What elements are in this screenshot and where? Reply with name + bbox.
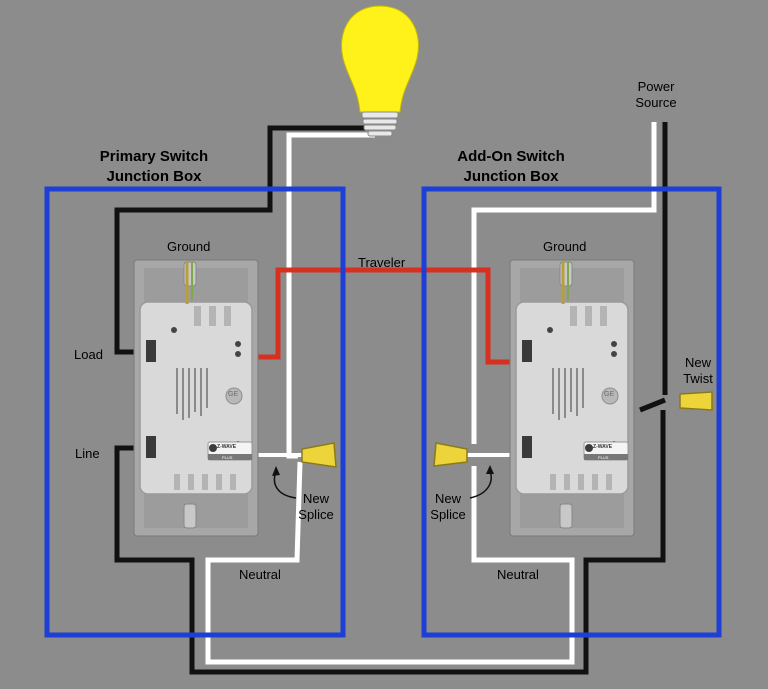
left-splice-wire-nut bbox=[301, 442, 337, 468]
traveler-wire bbox=[245, 267, 520, 365]
new-splice-left-line1: New bbox=[302, 491, 329, 506]
left-splice-arrow bbox=[273, 471, 297, 499]
primary-switch-logo: GE bbox=[228, 391, 239, 398]
primary-box-title-line1: Primary Switch bbox=[99, 148, 209, 165]
neutral-label-left: Neutral bbox=[239, 567, 281, 582]
primary-switch-badge-sub: PLUS bbox=[222, 455, 233, 460]
ground-label-right: Ground bbox=[543, 239, 587, 254]
primary-switch-badge: Z-WAVE bbox=[217, 444, 237, 450]
power-source-line2: Source bbox=[635, 95, 677, 110]
neutral-label-right: Neutral bbox=[497, 567, 539, 582]
primary-switch bbox=[133, 259, 259, 537]
light-bulb-icon bbox=[341, 5, 419, 137]
right-splice-wire-nut bbox=[433, 442, 468, 467]
primary-box-title-line2: Junction Box bbox=[106, 168, 202, 185]
power-source-line1: Power bbox=[637, 79, 675, 94]
new-splice-right-line1: New bbox=[434, 491, 461, 506]
new-splice-right-line2: Splice bbox=[430, 507, 466, 522]
hot-wires bbox=[114, 122, 668, 675]
traveler-label: Traveler bbox=[358, 255, 406, 270]
new-splice-left-line2: Splice bbox=[298, 507, 334, 522]
addon-switch-logo: GE bbox=[604, 391, 615, 398]
line-label: Line bbox=[75, 446, 100, 461]
new-twist-line2: Twist bbox=[683, 371, 713, 386]
power-source-label: Power Source bbox=[626, 79, 686, 111]
addon-switch bbox=[509, 259, 635, 537]
addon-box-title-line1: Add-On Switch bbox=[457, 148, 565, 165]
neutral-wires bbox=[205, 122, 657, 665]
load-label: Load bbox=[74, 347, 103, 362]
new-twist-line1: New bbox=[684, 355, 711, 370]
primary-junction-box bbox=[44, 186, 346, 638]
addon-switch-badge: Z-WAVE bbox=[593, 444, 613, 450]
addon-switch-badge-sub: PLUS bbox=[598, 455, 609, 460]
addon-box-title: Add-On Switch Junction Box bbox=[441, 147, 581, 187]
twist-wire-nut bbox=[679, 391, 713, 411]
new-twist-label: New Twist bbox=[676, 355, 720, 387]
new-splice-right-label: New Splice bbox=[426, 491, 470, 523]
addon-junction-box bbox=[421, 186, 722, 638]
new-splice-left-label: New Splice bbox=[294, 491, 338, 523]
ground-label-left: Ground bbox=[167, 239, 211, 254]
primary-box-title: Primary Switch Junction Box bbox=[84, 147, 224, 187]
addon-box-title-line2: Junction Box bbox=[463, 168, 559, 185]
